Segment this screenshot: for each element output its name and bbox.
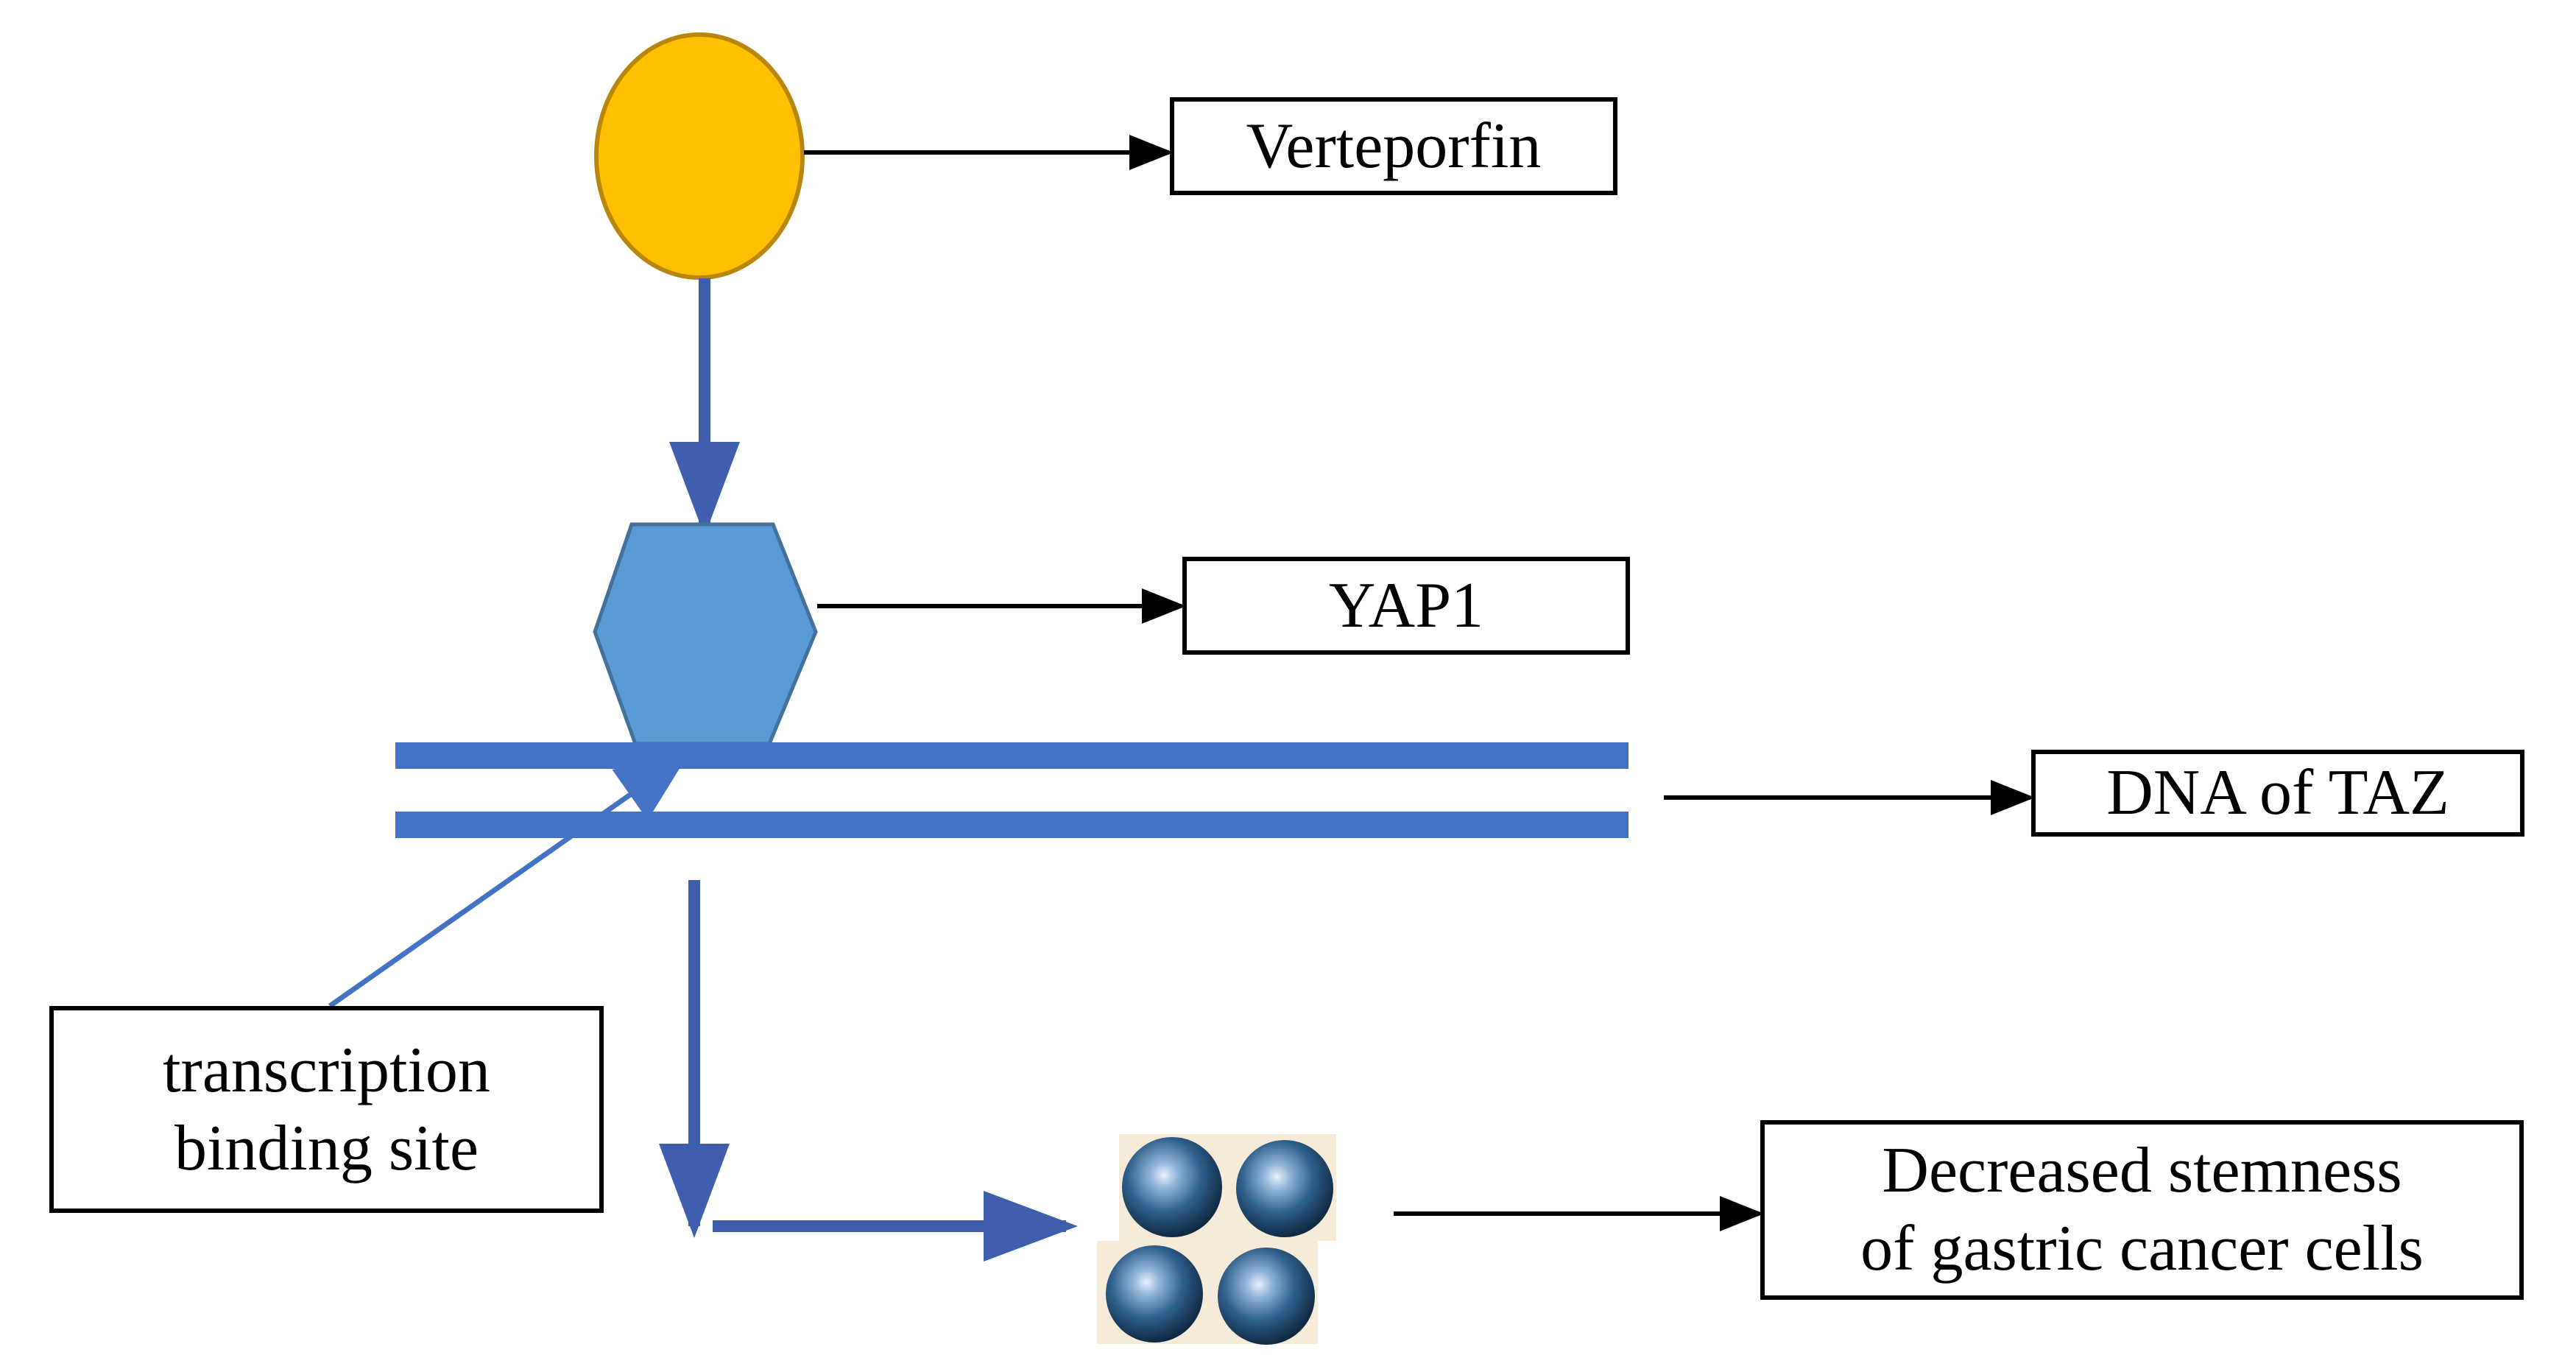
verteporfin-label: Verteporfin: [1170, 97, 1617, 195]
binding-site-label-line2: binding site: [174, 1112, 479, 1184]
verteporfin-label-text: Verteporfin: [1246, 110, 1542, 182]
outcome-label-line2: of gastric cancer cells: [1860, 1213, 2424, 1284]
outcome-label: Decreased stemness of gastric cancer cel…: [1760, 1120, 2524, 1300]
dna-strand-bottom: [395, 812, 1628, 838]
dna-label-text: DNA of TAZ: [2106, 757, 2449, 829]
binding-site-label: transcription binding site: [49, 1006, 604, 1213]
binding-site-pointer: [328, 753, 689, 1008]
yap1-label-text: YAP1: [1328, 569, 1484, 641]
verteporfin-icon: [594, 32, 805, 280]
outcome-label-line1: Decreased stemness: [1882, 1135, 2402, 1207]
binding-site-label-line1: transcription: [163, 1034, 490, 1106]
cancer-cells-icon: [1097, 1134, 1336, 1345]
yap1-icon: [593, 522, 818, 746]
dna-strand-top: [395, 742, 1628, 769]
yap1-label: YAP1: [1182, 557, 1630, 655]
dna-label: DNA of TAZ: [2031, 750, 2524, 837]
